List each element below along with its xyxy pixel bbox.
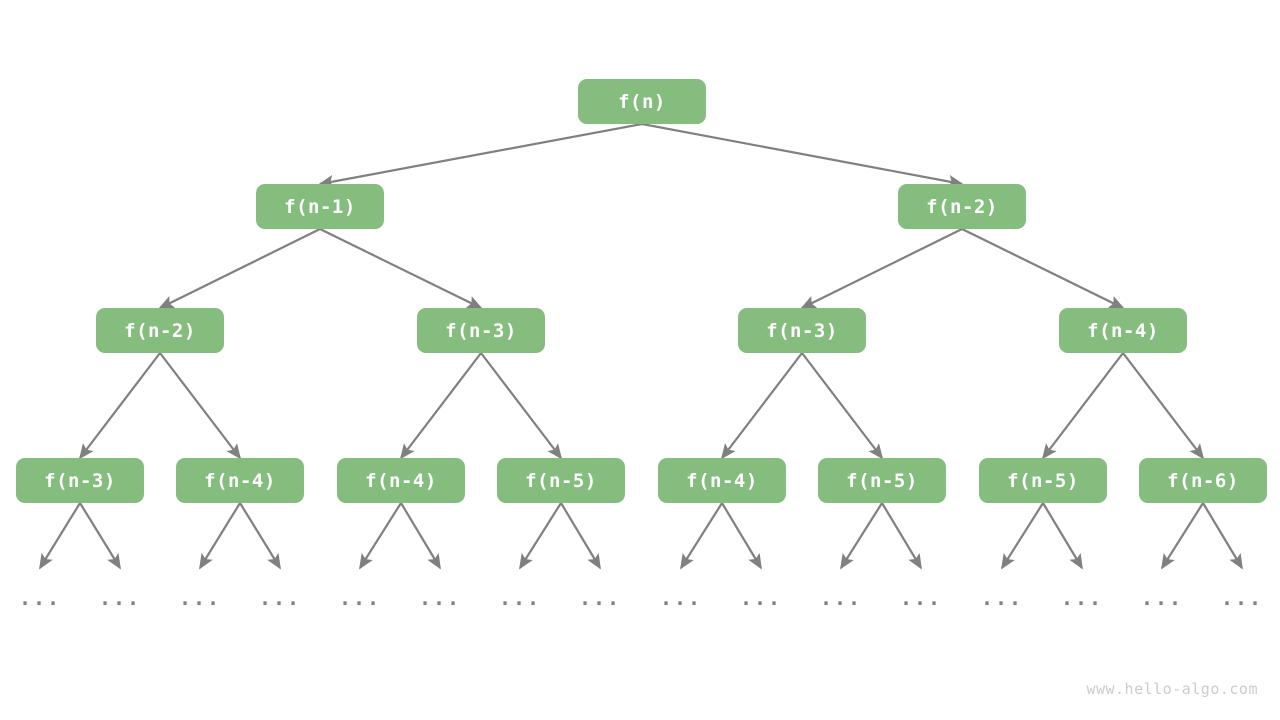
tree-node-label: f(n-5)	[525, 469, 597, 492]
leaf-ellipsis: ...	[178, 586, 222, 610]
tree-edge	[1001, 502, 1044, 570]
tree-node-label: f(n-3)	[766, 319, 838, 342]
leaf-ellipsis: ...	[18, 586, 62, 610]
leaf-ellipsis: ...	[1140, 586, 1184, 610]
tree-edge	[641, 122, 964, 188]
tree-node-label: f(n-2)	[926, 195, 998, 218]
tree-node-label: f(n-4)	[204, 469, 276, 492]
tree-edge	[79, 502, 121, 570]
leaf-ellipsis: ...	[739, 586, 783, 610]
tree-node-fnminus3: f(n-3)	[738, 308, 866, 353]
leaf-ellipsis: ...	[418, 586, 462, 610]
leaf-ellipsis: ...	[98, 586, 142, 610]
tree-node-label: f(n-2)	[124, 319, 196, 342]
tree-node-label: f(n-3)	[445, 319, 517, 342]
tree-edge	[480, 352, 563, 460]
tree-node-label: f(n)	[618, 90, 666, 113]
tree-edge	[560, 502, 601, 570]
tree-edge	[800, 228, 963, 309]
tree-node-fnminus6: f(n-6)	[1139, 458, 1267, 503]
tree-edge	[1122, 352, 1205, 460]
leaf-ellipsis: ...	[899, 586, 943, 610]
tree-edge	[519, 502, 562, 570]
tree-node-fnminus3: f(n-3)	[16, 458, 144, 503]
tree-node-fnminus2: f(n-2)	[898, 184, 1026, 229]
tree-node-fnminus4: f(n-4)	[176, 458, 304, 503]
tree-node-label: f(n-4)	[365, 469, 437, 492]
tree-node-fnminus4: f(n-4)	[337, 458, 465, 503]
tree-node-label: f(n-6)	[1167, 469, 1239, 492]
leaf-ellipsis: ...	[498, 586, 542, 610]
tree-edge	[881, 502, 922, 570]
tree-node-fnminus5: f(n-5)	[497, 458, 625, 503]
leaf-ellipsis: ...	[1220, 586, 1264, 610]
tree-edge	[159, 352, 242, 460]
tree-edge	[158, 228, 321, 309]
tree-edge	[1042, 502, 1083, 570]
tree-edge	[399, 352, 482, 460]
tree-edge	[1202, 502, 1243, 570]
tree-edge	[78, 352, 161, 460]
tree-node-label: f(n-4)	[1087, 319, 1159, 342]
leaf-ellipsis: ...	[338, 586, 382, 610]
tree-edge	[318, 122, 643, 188]
tree-edge	[239, 502, 281, 570]
tree-edge	[721, 502, 762, 570]
tree-edge	[359, 502, 402, 570]
leaf-ellipsis: ...	[819, 586, 863, 610]
tree-edge	[720, 352, 803, 460]
tree-edge	[199, 502, 241, 570]
tree-edge	[840, 502, 883, 570]
tree-node-fnminus3: f(n-3)	[417, 308, 545, 353]
watermark: www.hello-algo.com	[1086, 680, 1258, 698]
tree-edge	[39, 502, 81, 570]
tree-node-fnminus1: f(n-1)	[256, 184, 384, 229]
tree-node-label: f(n-4)	[686, 469, 758, 492]
tree-edge	[1041, 352, 1124, 460]
leaf-ellipsis: ...	[578, 586, 622, 610]
tree-node-label: f(n-5)	[1007, 469, 1079, 492]
tree-edge	[801, 352, 884, 460]
leaf-ellipsis: ...	[1060, 586, 1104, 610]
tree-node-label: f(n-5)	[846, 469, 918, 492]
tree-node-fn: f(n)	[578, 79, 706, 124]
tree-edge	[961, 228, 1125, 309]
tree-edge	[1161, 502, 1204, 570]
leaf-ellipsis: ...	[980, 586, 1024, 610]
tree-node-fnminus4: f(n-4)	[1059, 308, 1187, 353]
leaf-ellipsis: ...	[258, 586, 302, 610]
tree-node-fnminus5: f(n-5)	[818, 458, 946, 503]
tree-node-fnminus5: f(n-5)	[979, 458, 1107, 503]
tree-node-fnminus4: f(n-4)	[658, 458, 786, 503]
leaf-ellipsis: ...	[659, 586, 703, 610]
tree-node-label: f(n-1)	[284, 195, 356, 218]
tree-node-label: f(n-3)	[44, 469, 116, 492]
tree-edge	[680, 502, 723, 570]
tree-edge	[400, 502, 441, 570]
tree-edge	[319, 228, 483, 309]
tree-node-fnminus2: f(n-2)	[96, 308, 224, 353]
